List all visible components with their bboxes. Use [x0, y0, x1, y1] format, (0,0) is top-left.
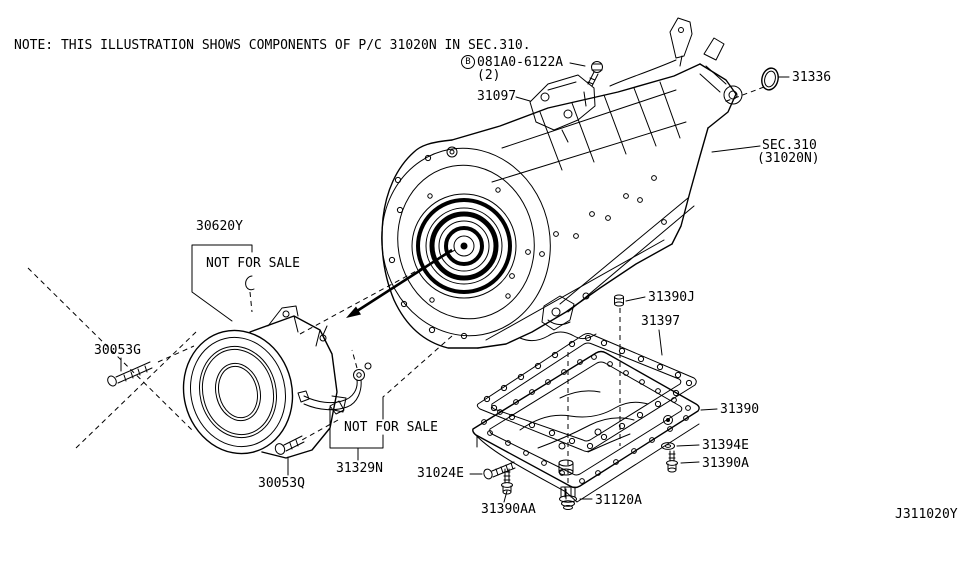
bolt-31024E-icon [483, 461, 516, 480]
plug-31120A-icon [559, 486, 577, 510]
part-label-31336: 31336 [792, 70, 832, 85]
bolt-ref-number: 081A0-6122A [477, 54, 564, 70]
oring-31336-icon [761, 67, 779, 91]
plug-31390J-icon [614, 294, 624, 307]
bracket-31097 [529, 74, 596, 143]
bolt-30053G-icon [107, 361, 153, 387]
part-label-31390A: 31390A [702, 456, 749, 471]
sec-ref-line2: (31020N) [757, 151, 820, 166]
clutch-slave-cylinder [182, 275, 347, 459]
part-label-31390: 31390 [720, 402, 760, 417]
clutch-pipe [297, 362, 372, 415]
part-label-30620Y: 30620Y [196, 219, 243, 234]
part-label-30053Q: 30053Q [258, 476, 305, 491]
bolt-30053Q-icon [274, 435, 305, 455]
circled-b-icon: B [461, 55, 475, 69]
part-label-31390AA: 31390AA [481, 502, 536, 517]
part-label-30053G: 30053G [94, 343, 141, 358]
bolt-ref-qty: (2) [477, 68, 501, 83]
part-label-31097: 31097 [477, 89, 517, 104]
not-for-sale-label-1: NOT FOR SALE [206, 256, 300, 271]
bolt-31390A-icon [666, 450, 678, 473]
leader-lines [120, 62, 790, 503]
sec-ref-line1: SEC.310 [762, 138, 817, 153]
oil-pan-gasket [476, 333, 697, 452]
fastener-icons [107, 294, 678, 510]
not-for-sale-label-2: NOT FOR SALE [344, 420, 438, 435]
part-label-31397: 31397 [641, 314, 681, 329]
bolt-081A0-icon [587, 61, 603, 87]
note-text: NOTE: THIS ILLUSTRATION SHOWS COMPONENTS… [14, 38, 531, 53]
bell-housing [381, 139, 551, 349]
part-label-31024E: 31024E [417, 466, 464, 481]
part-label-31390J: 31390J [648, 290, 695, 305]
part-label-31394E: 31394E [702, 438, 749, 453]
washer-31394E-icon [661, 442, 675, 450]
oil-pan [472, 350, 700, 503]
part-label-31329N: 31329N [336, 461, 383, 476]
diagram-id: J311020Y [895, 507, 958, 522]
bolt-31390AA-icon [501, 468, 513, 495]
pointer-arrow [346, 248, 453, 318]
transmission-assembly [446, 17, 743, 349]
clip-icon [245, 275, 255, 291]
part-label-31120A: 31120A [595, 493, 642, 508]
